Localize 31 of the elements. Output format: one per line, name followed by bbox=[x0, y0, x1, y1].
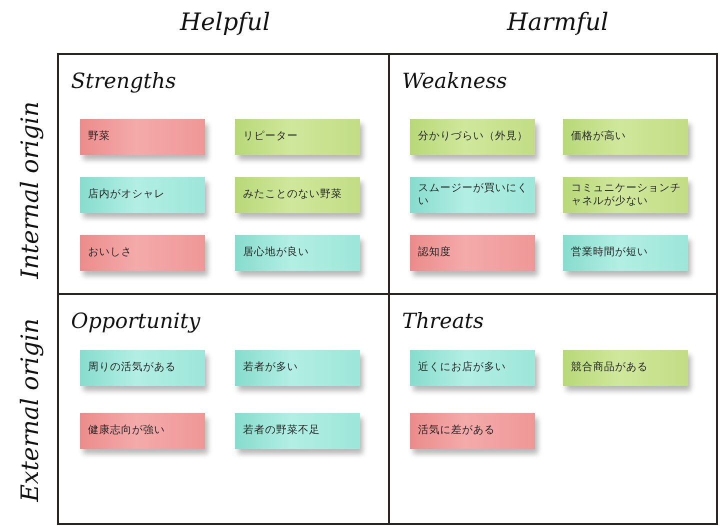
sticky-note: 価格が高い bbox=[563, 119, 688, 155]
sticky-note: リピーター bbox=[235, 119, 360, 155]
row-heading: Internal origin bbox=[16, 101, 44, 279]
column-heading: Helpful bbox=[180, 8, 270, 36]
sticky-note: 健康志向が強い bbox=[80, 413, 205, 449]
sticky-note: 居心地が良い bbox=[235, 235, 360, 271]
sticky-note: 分かりづらい（外見） bbox=[410, 119, 535, 155]
column-heading: Harmful bbox=[507, 8, 608, 36]
sticky-note: スムージーが買いにくい bbox=[410, 177, 535, 213]
quadrant-panel bbox=[57, 53, 390, 295]
quadrant-panel bbox=[388, 293, 718, 525]
quadrant-heading: Opportunity bbox=[71, 309, 200, 333]
sticky-note: 周りの活気がある bbox=[80, 350, 205, 386]
sticky-note: 営業時間が短い bbox=[563, 235, 688, 271]
row-heading: External origin bbox=[16, 318, 44, 502]
sticky-note: 若者が多い bbox=[235, 350, 360, 386]
sticky-note: 競合商品がある bbox=[563, 350, 688, 386]
sticky-note: おいしさ bbox=[80, 235, 205, 271]
sticky-note: みたことのない野菜 bbox=[235, 177, 360, 213]
quadrant-heading: Strengths bbox=[71, 69, 176, 93]
quadrant-panel bbox=[388, 53, 718, 295]
sticky-note: コミュニケーションチャネルが少ない bbox=[563, 177, 688, 213]
sticky-note: 活気に差がある bbox=[410, 413, 535, 449]
sticky-note: 店内がオシャレ bbox=[80, 177, 205, 213]
sticky-note: 若者の野菜不足 bbox=[235, 413, 360, 449]
sticky-note: 近くにお店が多い bbox=[410, 350, 535, 386]
quadrant-heading: Threats bbox=[402, 309, 484, 333]
sticky-note: 認知度 bbox=[410, 235, 535, 271]
quadrant-panel bbox=[57, 293, 390, 525]
quadrant-heading: Weakness bbox=[402, 69, 508, 93]
sticky-note: 野菜 bbox=[80, 119, 205, 155]
